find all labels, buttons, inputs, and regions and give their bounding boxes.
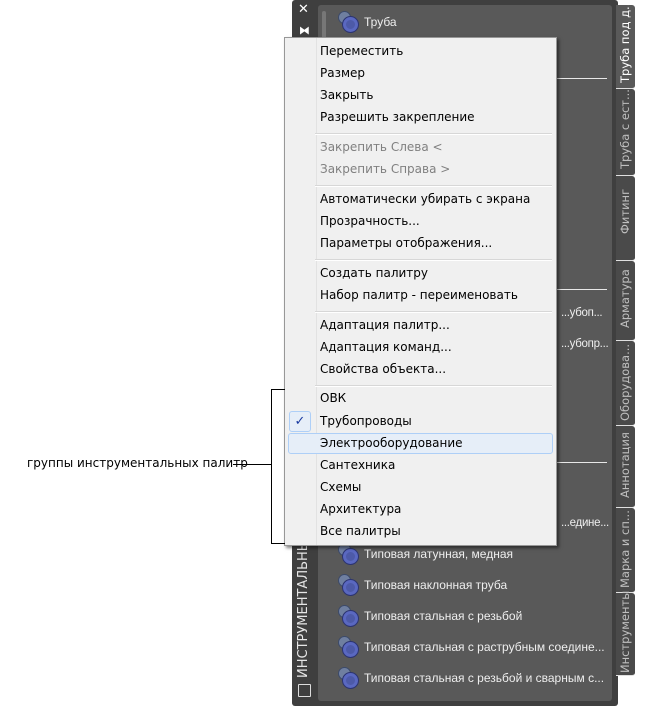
tab-label: Труба под д...: [618, 0, 632, 83]
menu-item-allow-docking[interactable]: Разрешить закрепление: [320, 110, 475, 124]
callout-label: группы инструментальных палитр: [27, 456, 248, 470]
tab-tags[interactable]: Марка и сп...: [616, 508, 635, 593]
pipe-icon: [336, 635, 360, 659]
palette-title-bar[interactable]: ✕ ⧓ ИНСТРУМЕНТАЛЬНЫЕ ПАЛИТРЫ: [292, 0, 316, 706]
menu-item-size[interactable]: Размер: [320, 66, 366, 80]
callout-leader-line: [233, 464, 271, 465]
menu-item-customize-commands[interactable]: Адаптация команд...: [320, 340, 452, 354]
menu-item-group-electrical[interactable]: Электрооборудование: [288, 433, 553, 454]
menu-item-view-options[interactable]: Параметры отображения...: [320, 236, 493, 250]
tool-label: Типовая латунная, медная: [364, 547, 514, 561]
tab-label: Аннотация: [618, 432, 632, 498]
menu-item-anchor-right: Закрепить Справа >: [320, 162, 451, 176]
tool-label: Типовая наклонная труба: [364, 578, 508, 592]
tab-label: Марка и сп...: [618, 510, 632, 588]
menu-item-autohide[interactable]: Автоматически убирать с экрана: [320, 192, 531, 206]
palette-tool-item[interactable]: ...едине...: [561, 511, 609, 535]
menu-item-close[interactable]: Закрыть: [320, 88, 374, 102]
menu-item-group-plumbing[interactable]: Сантехника: [320, 458, 396, 472]
palette-tool-item[interactable]: Типовая стальная с резьбой и сварным с..…: [336, 666, 604, 690]
menu-item-group-schematics[interactable]: Схемы: [320, 480, 362, 494]
menu-item-group-hvac[interactable]: ОВК: [320, 391, 347, 405]
menu-separator: [315, 311, 552, 313]
tab-tools[interactable]: Инструменты: [616, 590, 635, 676]
callout-bracket-top: [271, 389, 285, 390]
menu-separator: [315, 133, 552, 135]
palette-tool-item[interactable]: ...убоп...: [561, 301, 603, 325]
close-icon[interactable]: ✕: [298, 2, 309, 17]
menu-item-group-piping[interactable]: Трубопроводы: [320, 414, 412, 428]
palette-tool-item[interactable]: ...убопр...: [561, 332, 609, 356]
pipe-icon: [336, 10, 360, 34]
pipe-icon: [336, 573, 360, 597]
tab-label: Оборудова...: [618, 343, 632, 421]
menu-item-customize-palettes[interactable]: Адаптация палитр...: [320, 318, 450, 332]
tab-fitting[interactable]: Фитинг: [616, 176, 635, 261]
tool-label: ...убоп...: [561, 307, 603, 319]
tab-valves[interactable]: Арматура: [616, 261, 635, 341]
menu-item-group-all-palettes[interactable]: Все палитры: [320, 524, 401, 538]
tool-label: Труба: [364, 15, 397, 29]
tab-label: Арматура: [618, 269, 632, 328]
palette-tool-item[interactable]: Типовая стальная с раструбным соедине...: [336, 635, 605, 659]
checkmark-icon: ✓: [289, 411, 311, 432]
palette-tool-item[interactable]: Типовая наклонная труба: [336, 573, 507, 597]
tool-label: Типовая стальная с резьбой: [364, 609, 523, 623]
menu-item-anchor-left: Закрепить Слева <: [320, 140, 443, 154]
menu-item-rename-palette-set[interactable]: Набор палитр - переименовать: [320, 288, 518, 302]
menu-item-new-palette[interactable]: Создать палитру: [320, 266, 429, 280]
palette-tool-item[interactable]: Типовая стальная с резьбой: [336, 604, 522, 628]
scrollbar[interactable]: [322, 11, 326, 41]
tab-label: Инструменты: [618, 590, 632, 673]
pipe-icon: [336, 666, 360, 690]
tab-pipe-pressure[interactable]: Труба под д...: [616, 0, 635, 89]
palette-tool-item[interactable]: Труба: [336, 10, 397, 34]
menu-item-move[interactable]: Переместить: [320, 44, 404, 58]
tool-label: Типовая стальная с резьбой и сварным с..…: [364, 671, 605, 685]
tab-label: Труба с ест...: [618, 89, 632, 169]
tool-label: ...едине...: [561, 517, 609, 529]
tab-pipe-natural[interactable]: Труба с ест...: [616, 89, 635, 176]
autohide-pin-icon[interactable]: ⧓: [299, 24, 310, 37]
menu-item-transparency[interactable]: Прозрачность...: [320, 214, 420, 228]
properties-icon[interactable]: [298, 684, 311, 697]
menu-gutter: [316, 38, 317, 545]
menu-item-group-architecture[interactable]: Архитектура: [320, 502, 402, 516]
menu-separator: [315, 385, 552, 387]
menu-item-object-properties[interactable]: Свойства объекта...: [320, 362, 447, 376]
tab-label: Фитинг: [618, 188, 632, 234]
menu-separator: [315, 185, 552, 187]
callout-bracket: [271, 389, 272, 544]
tool-label: Типовая стальная с раструбным соедине...: [364, 640, 605, 654]
pipe-icon: [336, 604, 360, 628]
callout-bracket-bottom: [271, 543, 285, 544]
tool-label: ...убопр...: [561, 338, 609, 350]
context-menu: Переместить Размер Закрыть Разрешить зак…: [284, 37, 557, 546]
tab-equipment[interactable]: Оборудова...: [616, 341, 635, 426]
tab-annotation[interactable]: Аннотация: [616, 426, 635, 508]
menu-separator: [315, 259, 552, 261]
